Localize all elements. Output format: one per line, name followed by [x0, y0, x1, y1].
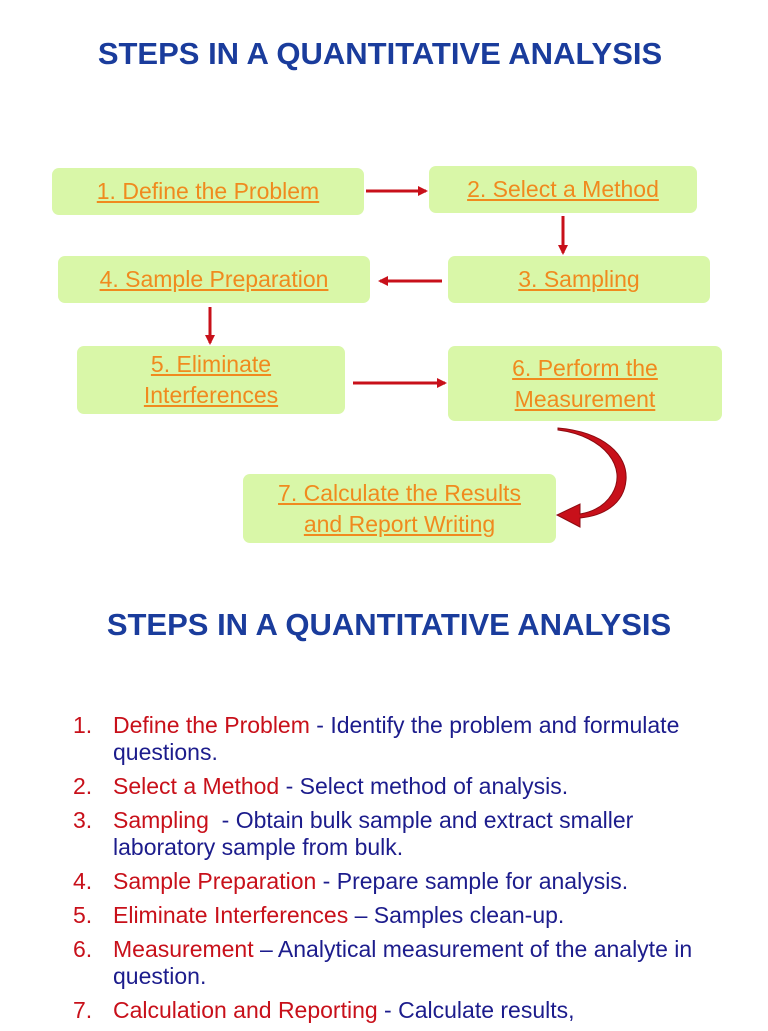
list-item: 4. Sample Preparation - Prepare sample f…: [73, 868, 733, 895]
flow-step-label[interactable]: 7. Calculate the Results and Report Writ…: [278, 479, 521, 537]
list-item: 1. Define the Problem - Identify the pro…: [73, 712, 733, 766]
flow-step-5[interactable]: 5. Eliminate Interferences: [77, 346, 345, 414]
steps-list: 1. Define the Problem - Identify the pro…: [73, 712, 733, 1031]
list-item-number: 1.: [73, 712, 93, 738]
flow-step-3[interactable]: 3. Sampling: [448, 256, 710, 303]
flow-step-label[interactable]: 5. Eliminate Interferences: [143, 351, 279, 408]
list-item-description: - Calculate results,: [377, 997, 575, 1023]
flow-step-label[interactable]: 4. Sample Preparation: [99, 266, 329, 292]
list-item-term: Sample Preparation: [113, 868, 317, 894]
list-item: 6. Measurement – Analytical measurement …: [73, 936, 733, 990]
flow-step-1[interactable]: 1. Define the Problem: [52, 168, 364, 215]
list-item-description: - Identify the problem and formulate que…: [113, 712, 680, 765]
list-item: 2. Select a Method - Select method of an…: [73, 773, 733, 800]
flow-step-label[interactable]: 6. Perform the Measurement: [512, 354, 658, 412]
flow-step-2[interactable]: 2. Select a Method: [429, 166, 697, 213]
list-item-term: Define the Problem: [113, 712, 310, 738]
flow-step-label[interactable]: 3. Sampling: [518, 266, 640, 292]
list-item-term: Measurement: [113, 936, 254, 962]
page-title: STEPS IN A QUANTITATIVE ANALYSIS: [97, 36, 663, 71]
list-item-number: 5.: [73, 902, 93, 928]
section-title: STEPS IN A QUANTITATIVE ANALYSIS: [106, 607, 672, 642]
list-item-term: Select a Method: [113, 773, 280, 799]
list-item-number: 2.: [73, 773, 93, 799]
flow-step-label[interactable]: 1. Define the Problem: [96, 178, 320, 204]
list-item-number: 3.: [73, 807, 93, 833]
list-item: 7. Calculation and Reporting - Calculate…: [73, 997, 733, 1024]
arrow-6-to-7: [555, 427, 627, 528]
list-item: 3. Sampling - Obtain bulk sample and ext…: [73, 807, 733, 861]
flow-step-label[interactable]: 2. Select a Method: [467, 176, 659, 202]
list-item-description: - Select method of analysis.: [279, 773, 569, 799]
list-item-description: – Analytical measurement of the analyte …: [113, 936, 693, 989]
list-item-number: 7.: [73, 997, 93, 1023]
flow-step-4[interactable]: 4. Sample Preparation: [58, 256, 370, 303]
list-item-number: 6.: [73, 936, 93, 962]
list-item-description: – Samples clean-up.: [348, 902, 565, 928]
list-item-term: Eliminate Interferences: [113, 902, 349, 928]
list-item-description: - Obtain bulk sample and extract smaller…: [113, 807, 640, 860]
list-item: 5. Eliminate Interferences – Samples cle…: [73, 902, 733, 929]
list-item-term: Calculation and Reporting: [113, 997, 378, 1023]
list-item-term: Sampling: [113, 807, 209, 833]
flow-step-6[interactable]: 6. Perform the Measurement: [448, 346, 722, 421]
flow-step-7[interactable]: 7. Calculate the Results and Report Writ…: [243, 474, 556, 543]
list-item-description: - Prepare sample for analysis.: [316, 868, 629, 894]
list-item-number: 4.: [73, 868, 93, 894]
